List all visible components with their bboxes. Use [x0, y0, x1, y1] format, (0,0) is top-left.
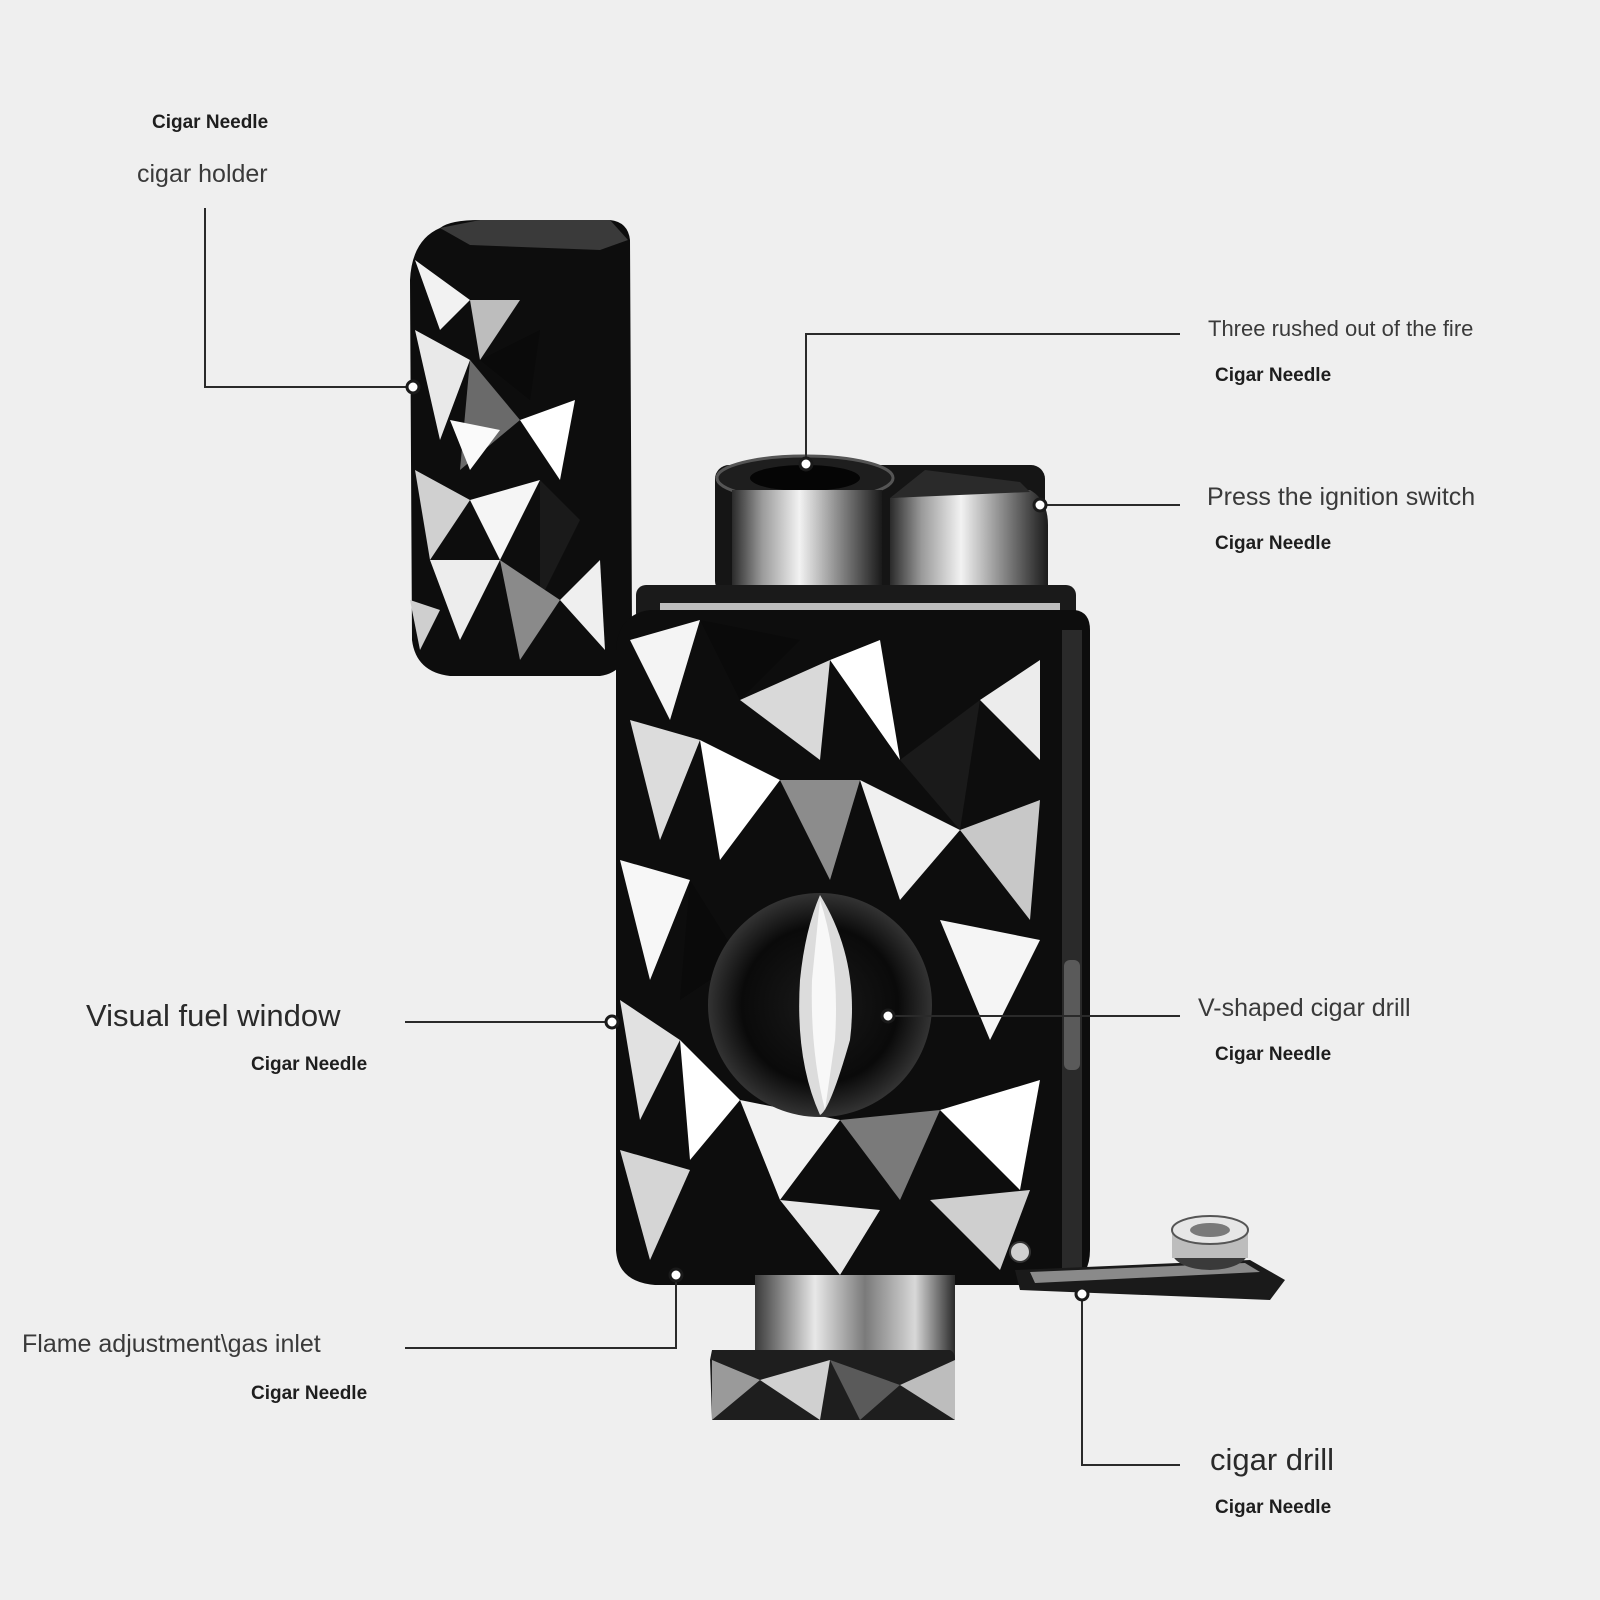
cigar-drill-subtitle: Cigar Needle: [1215, 1497, 1332, 1518]
ignition-subtitle: Cigar Needle: [1215, 533, 1332, 554]
cigar-holder-subtitle: Cigar Needle: [152, 112, 269, 133]
lighter-cap: [410, 220, 632, 676]
torch-head: [715, 454, 1048, 595]
v-drill-subtitle: Cigar Needle: [1215, 1044, 1332, 1065]
three-flames-subtitle: Cigar Needle: [1215, 365, 1332, 386]
v-drill-title: V-shaped cigar drill: [1198, 994, 1411, 1022]
leader-lines: [204, 208, 1180, 1466]
flame-adjust-title: Flame adjustment\gas inlet: [22, 1330, 321, 1358]
callout-dots: [405, 379, 1090, 1302]
ignition-title: Press the ignition switch: [1207, 483, 1476, 511]
cigar-drill-title: cigar drill: [1210, 1442, 1335, 1477]
fuel-window-subtitle: Cigar Needle: [251, 1054, 368, 1075]
v-drill-ring: [708, 893, 932, 1117]
gas-inlet-base: [710, 1275, 955, 1420]
fuel-window-title: Visual fuel window: [86, 998, 341, 1033]
three-flames-title: Three rushed out of the fire: [1208, 316, 1474, 341]
flame-adjust-subtitle: Cigar Needle: [251, 1383, 368, 1404]
cigar-holder-title: cigar holder: [137, 160, 268, 188]
